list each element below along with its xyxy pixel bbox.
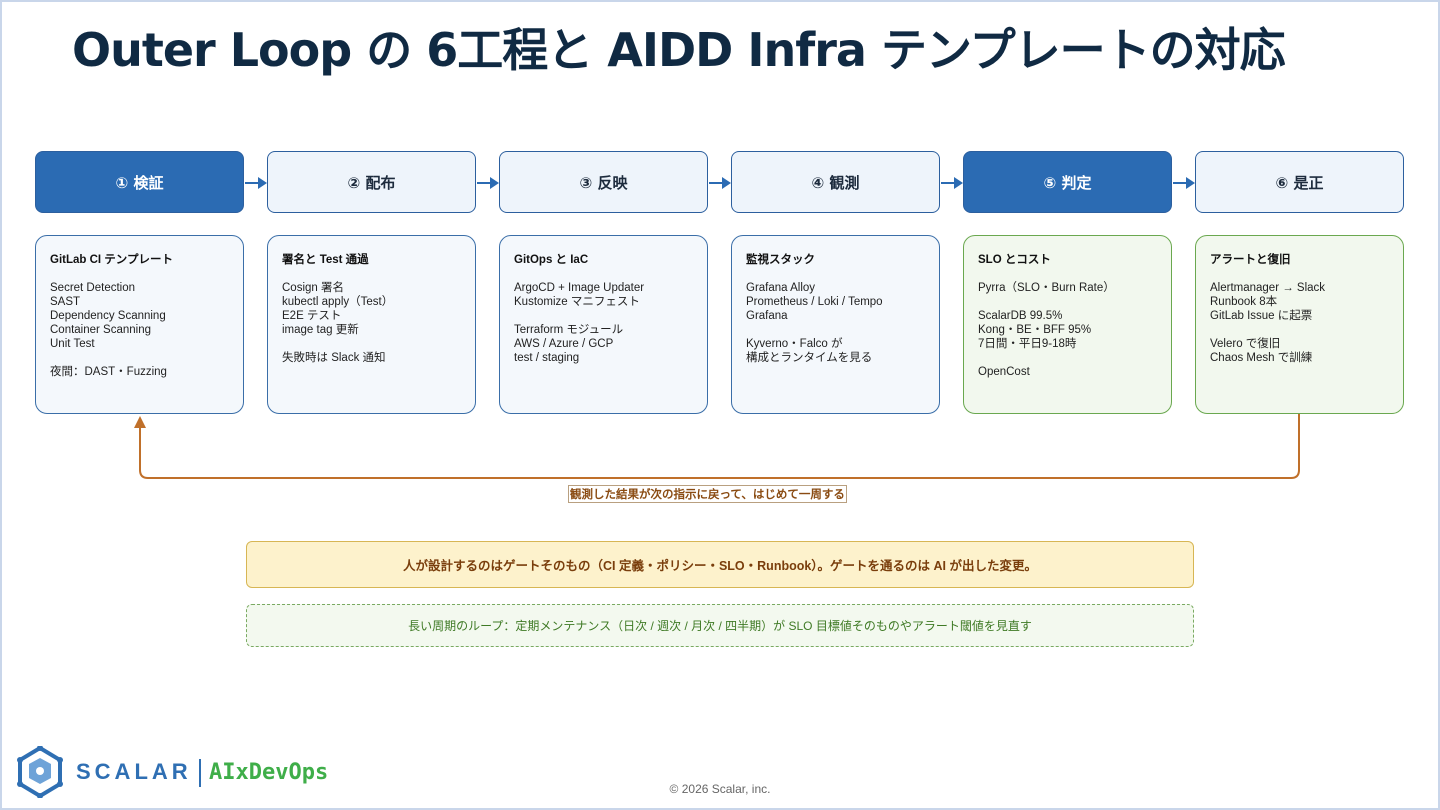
flow-arrow <box>477 177 499 189</box>
card-line: Secret Detection <box>50 282 136 294</box>
step-label: ⑤ 判定 <box>1043 173 1092 192</box>
step-label: ① 検証 <box>115 173 164 192</box>
card-line: OpenCost <box>978 366 1030 378</box>
step-deliver: ② 配布 <box>267 151 476 213</box>
card-line: Dependency Scanning <box>50 310 166 322</box>
card-line: 7日間・平日9-18時 <box>978 338 1077 350</box>
card-line: Kustomize マニフェスト <box>514 296 640 308</box>
card-title: GitLab CI テンプレート <box>50 254 173 266</box>
card-line: Terraform モジュール <box>514 324 624 336</box>
copyright: © 2026 Scalar, inc. <box>669 782 771 796</box>
card-line: Container Scanning <box>50 324 152 336</box>
step-judge: ⑤ 判定 <box>963 151 1172 213</box>
card-line: 構成とランタイムを見る <box>746 352 873 364</box>
step-label: ③ 反映 <box>579 173 628 192</box>
card-title: 署名と Test 通過 <box>282 254 369 266</box>
flow-arrow <box>709 177 731 189</box>
card-signing: 署名と Test 通過 Cosign 署名 kubectl apply（Test… <box>267 235 476 414</box>
card-line: Kong・BE・BFF 95% <box>978 324 1092 336</box>
card-line: ArgoCD + Image Updater <box>514 282 645 294</box>
card-line: Alertmanager → Slack <box>1210 282 1326 294</box>
card-line: 夜間：DAST・Fuzzing <box>50 366 167 378</box>
card-line: AWS / Azure / GCP <box>514 338 614 350</box>
brand-name: SCALAR <box>76 759 192 784</box>
step-verify: ① 検証 <box>35 151 244 213</box>
step-remediate: ⑥ 是正 <box>1195 151 1404 213</box>
card-line: Grafana Alloy <box>746 282 816 294</box>
brand-subtitle: AIxDevOps <box>209 760 329 785</box>
primary-note: 人が設計するのはゲートそのもの（CI 定義・ポリシー・SLO・Runbook）。… <box>246 541 1194 588</box>
card-line: Grafana <box>746 310 788 322</box>
card-line: SAST <box>50 296 81 308</box>
card-line: Unit Test <box>50 338 95 350</box>
slide-title: Outer Loop の 6工程と AIDD Infra テンプレートの対応 <box>72 23 1286 77</box>
card-line: E2E テスト <box>282 310 342 322</box>
card-alerting: アラートと復旧 Alertmanager → Slack Runbook 8本 … <box>1195 235 1404 414</box>
card-line: Kyverno・Falco が <box>746 338 843 350</box>
card-line: 失敗時は Slack 通知 <box>282 352 386 364</box>
card-line: Pyrra（SLO・Burn Rate） <box>978 282 1115 294</box>
card-gitlab-ci: GitLab CI テンプレート Secret Detection SAST D… <box>35 235 244 414</box>
card-line: ScalarDB 99.5% <box>978 310 1063 322</box>
flow-arrow <box>941 177 963 189</box>
flow-arrow <box>1173 177 1195 189</box>
step-label: ④ 観測 <box>811 173 860 192</box>
loop-label: 観測した結果が次の指示に戻って、はじめて一周する <box>568 485 847 503</box>
card-monitoring: 監視スタック Grafana Alloy Prometheus / Loki /… <box>731 235 940 414</box>
step-label: ⑥ 是正 <box>1275 173 1324 192</box>
card-line: Chaos Mesh で訓練 <box>1210 352 1313 364</box>
brand-divider <box>199 759 201 787</box>
card-line: Cosign 署名 <box>282 282 344 294</box>
secondary-note: 長い周期のループ：定期メンテナンス（日次 / 週次 / 月次 / 四半期）が S… <box>246 604 1194 647</box>
card-line: kubectl apply（Test） <box>282 296 394 308</box>
card-line: test / staging <box>514 352 580 364</box>
card-line: Runbook 8本 <box>1210 296 1278 308</box>
card-line: Prometheus / Loki / Tempo <box>746 296 883 308</box>
flow-arrow <box>245 177 267 189</box>
card-line: Velero で復旧 <box>1210 338 1281 350</box>
card-title: アラートと復旧 <box>1210 254 1291 266</box>
step-label: ② 配布 <box>347 173 396 192</box>
primary-note-text: 人が設計するのはゲートそのもの（CI 定義・ポリシー・SLO・Runbook）。… <box>402 559 1038 573</box>
card-title: 監視スタック <box>746 254 815 266</box>
secondary-note-text: 長い周期のループ：定期メンテナンス（日次 / 週次 / 月次 / 四半期）が S… <box>408 619 1032 633</box>
card-title: GitOps と IaC <box>514 254 589 266</box>
step-observe: ④ 観測 <box>731 151 940 213</box>
card-line: image tag 更新 <box>282 324 359 336</box>
scalar-logo-icon <box>17 746 63 798</box>
step-apply: ③ 反映 <box>499 151 708 213</box>
card-gitops: GitOps と IaC ArgoCD + Image Updater Kust… <box>499 235 708 414</box>
card-line: GitLab Issue に起票 <box>1210 310 1313 322</box>
card-slo: SLO とコスト Pyrra（SLO・Burn Rate） ScalarDB 9… <box>963 235 1172 414</box>
card-title: SLO とコスト <box>978 254 1051 266</box>
